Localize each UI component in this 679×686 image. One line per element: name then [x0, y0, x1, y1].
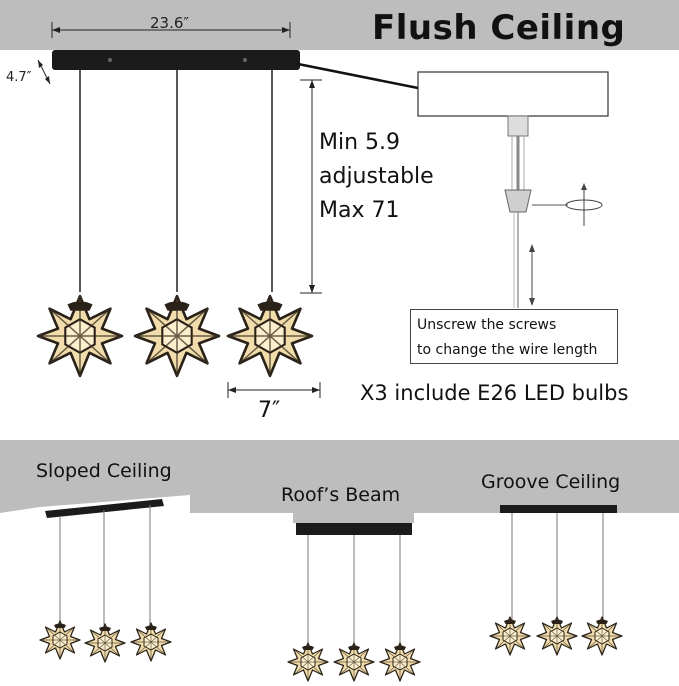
screw-note: Unscrew the screws to change the wire le… [410, 309, 618, 364]
canopy-groove [500, 505, 617, 513]
screw-note-line2: to change the wire length [417, 342, 598, 358]
arrow-icon [297, 62, 439, 94]
label-roofs-beam: Roof’s Beam [281, 484, 401, 506]
star-pendant-icon [287, 642, 329, 682]
star-pendant-icon [489, 616, 531, 656]
page-title: Flush Ceiling [372, 8, 626, 48]
label-sloped-ceiling: Sloped Ceiling [36, 460, 172, 482]
ceiling-band-bottom [0, 440, 679, 523]
star-pendant-icon [226, 294, 314, 378]
canopy-depth-label: 4.7″ [6, 70, 32, 85]
star-pendant-icon [333, 642, 375, 682]
screw-icon [504, 189, 532, 213]
screw-note-line1: Unscrew the screws [417, 317, 557, 333]
canopy-length-label: 23.6″ [150, 14, 190, 32]
detail-canopy [417, 71, 609, 117]
drop-max-label: Max 71 [319, 198, 400, 223]
star-pendant-icon [84, 623, 126, 663]
canopy-sloped [45, 499, 164, 518]
drop-adjustable-label: adjustable [319, 164, 434, 189]
star-pendant-icon [39, 620, 81, 660]
drop-min-label: Min 5.9 [319, 130, 401, 155]
star-pendant-icon [133, 294, 221, 378]
star-pendant-icon [536, 616, 578, 656]
star-pendant-icon [36, 294, 124, 378]
bulbs-note: X3 include E26 LED bulbs [360, 381, 629, 405]
star-pendant-icon [130, 622, 172, 662]
ceiling-band-top [0, 0, 679, 50]
canopy-main [52, 50, 300, 70]
shade-width-label: 7″ [258, 398, 281, 423]
label-groove-ceiling: Groove Ceiling [481, 471, 621, 493]
star-pendant-icon [379, 642, 421, 682]
canopy-beam [296, 523, 412, 535]
star-pendant-icon [581, 616, 623, 656]
